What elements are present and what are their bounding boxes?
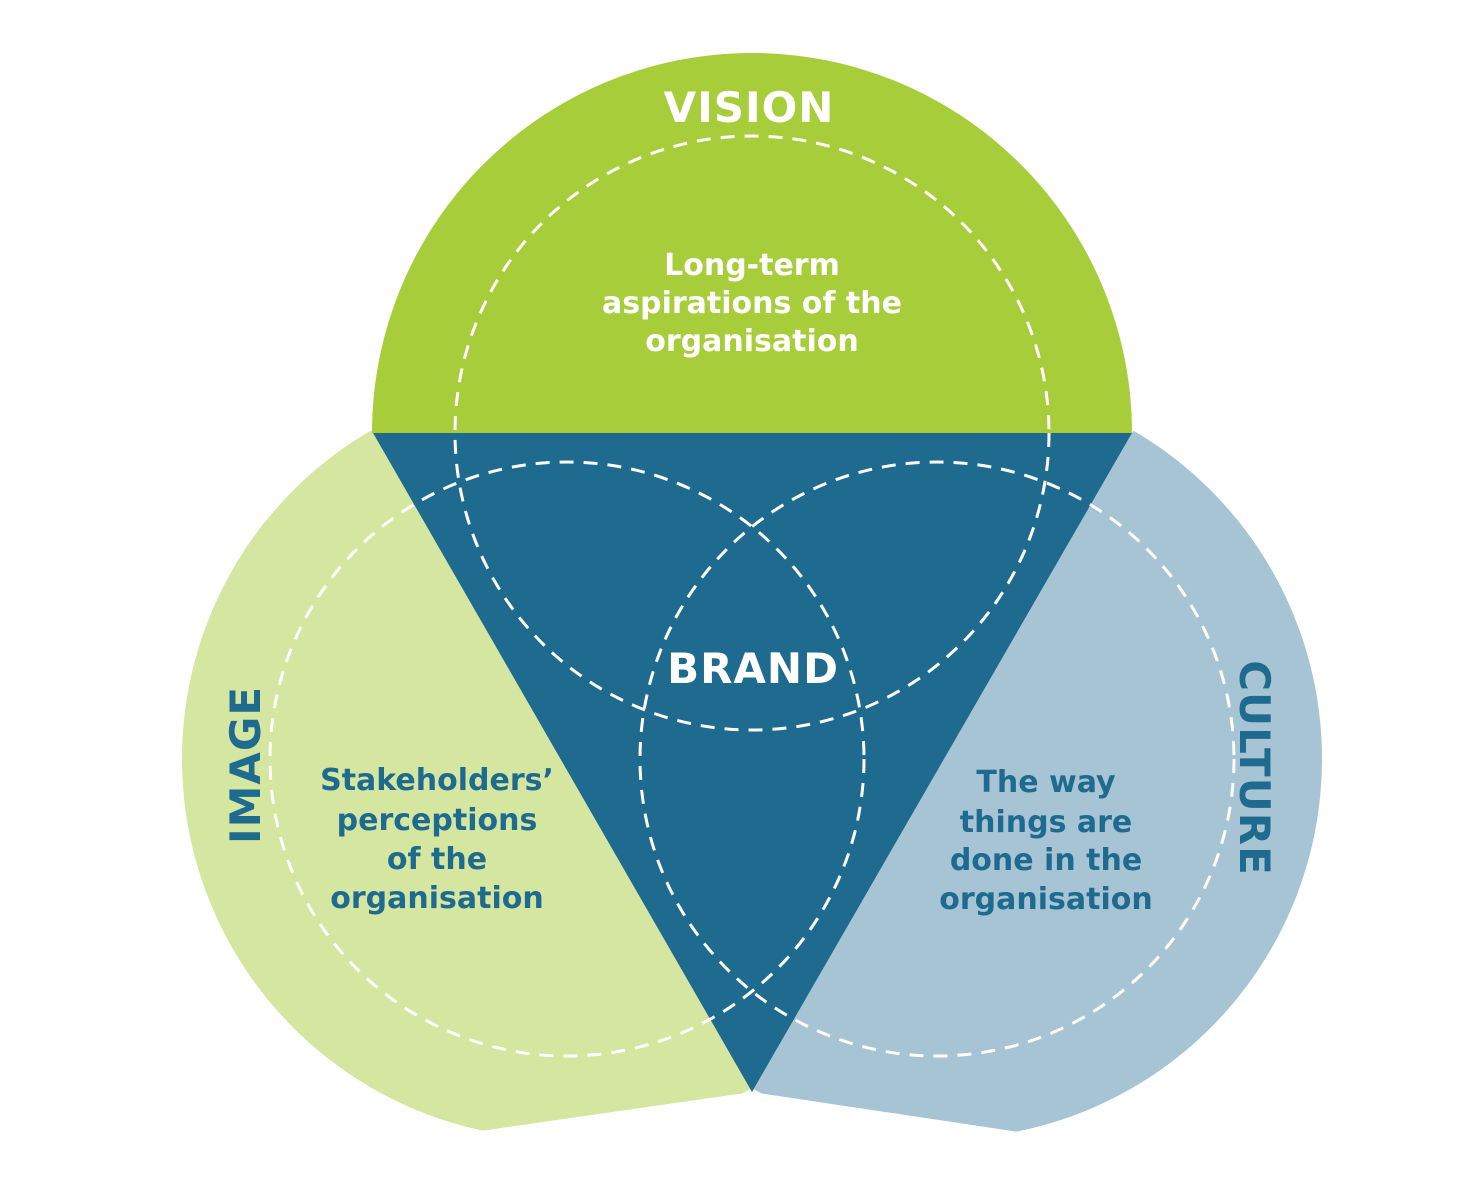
vision-circle <box>372 53 1132 433</box>
culture-dashed-circle <box>638 460 1236 1058</box>
image-title: IMAGE <box>221 686 270 844</box>
dashed-overlap-circles <box>268 134 1236 1058</box>
image-description-line: of the <box>387 842 487 877</box>
image-dashed-circle <box>268 460 866 1058</box>
culture-description: The way things are done in the organisat… <box>939 765 1152 917</box>
brand-title: BRAND <box>667 644 839 693</box>
vision-description-line: aspirations of the <box>602 286 902 321</box>
vision-description-line: organisation <box>645 324 858 359</box>
culture-description-line: done in the <box>950 843 1142 878</box>
vision-description-line: Long-term <box>664 248 840 283</box>
image-description-line: Stakeholders’ <box>320 763 554 798</box>
image-description-line: organisation <box>330 881 543 916</box>
vision-description: Long-term aspirations of the organisatio… <box>602 248 902 359</box>
image-description-line: perceptions <box>337 803 538 838</box>
culture-description-line: The way <box>976 765 1116 800</box>
image-description: Stakeholders’ perceptions of the organis… <box>320 763 554 916</box>
vision-title: VISION <box>664 83 835 132</box>
culture-title: CULTURE <box>1230 660 1279 876</box>
culture-description-line: things are <box>960 805 1133 840</box>
vision-dashed-circle <box>453 134 1051 732</box>
brand-triangle <box>373 433 1132 1092</box>
culture-description-line: organisation <box>939 882 1152 917</box>
